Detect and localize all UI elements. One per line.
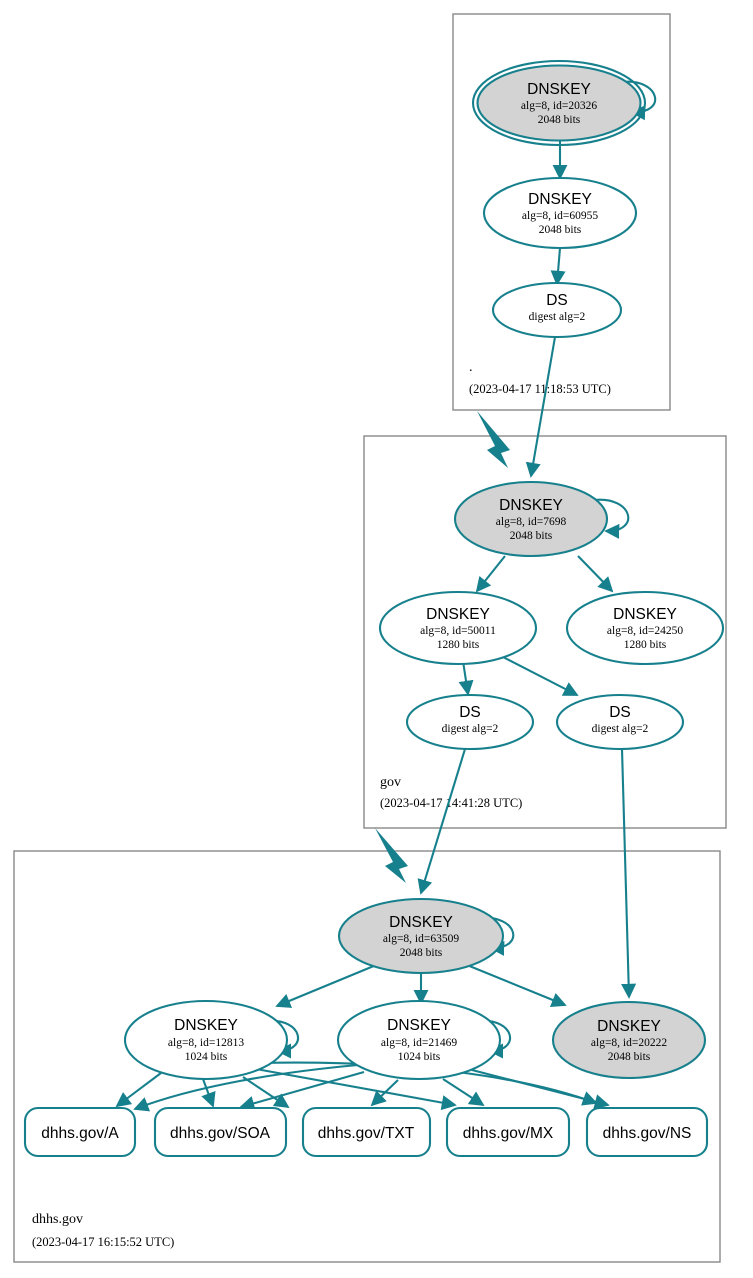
node-label-size: 1024 bits bbox=[185, 1051, 228, 1063]
node-label-alg: alg=8, id=21469 bbox=[381, 1037, 457, 1049]
rrset-dhhs-gov-mx[interactable]: dhhs.gov/MX bbox=[445, 1106, 571, 1158]
edge-21469-to-a bbox=[133, 1063, 359, 1112]
node-label-alg: alg=8, id=60955 bbox=[522, 210, 598, 222]
edge-gov-ksk-to-zsk-24250 bbox=[577, 555, 614, 593]
rrset-label: dhhs.gov/NS bbox=[603, 1125, 692, 1142]
node-root-ds-gov[interactable]: DS digest alg=2 bbox=[491, 281, 623, 339]
rrset-label: dhhs.gov/SOA bbox=[170, 1125, 271, 1142]
edge-root-ds-to-gov-ksk bbox=[525, 336, 557, 478]
edge-12813-to-soa bbox=[201, 1078, 216, 1108]
rrset-label: dhhs.gov/A bbox=[41, 1125, 119, 1142]
node-label-size: 2048 bits bbox=[608, 1051, 651, 1063]
edge-21469-to-mx bbox=[442, 1078, 485, 1107]
node-label-type: DNSKEY bbox=[499, 497, 563, 514]
node-label-size: 1280 bits bbox=[624, 639, 667, 651]
node-gov-dnskey-50011[interactable]: DNSKEY alg=8, id=50011 1280 bits bbox=[378, 590, 538, 666]
edge-dhhs-63509-to-12813 bbox=[275, 962, 382, 1008]
node-label-type: DS bbox=[609, 704, 631, 721]
node-label-size: 2048 bits bbox=[539, 224, 582, 236]
edge-root-zsk-to-ds bbox=[550, 247, 566, 286]
rrset-dhhs-gov-ns[interactable]: dhhs.gov/NS bbox=[585, 1106, 709, 1158]
zone-root-timestamp: (2023-04-17 11:18:53 UTC) bbox=[469, 382, 611, 396]
zone-root-name: . bbox=[469, 360, 473, 375]
zone-dhhs-name: dhhs.gov bbox=[32, 1212, 83, 1227]
node-gov-ds-left[interactable]: DS digest alg=2 bbox=[405, 693, 535, 751]
delegation-wedge-gov-to-dhhs bbox=[375, 828, 408, 883]
zone-gov-name: gov bbox=[380, 775, 401, 790]
node-label-type: DNSKEY bbox=[174, 1017, 238, 1034]
node-label-size: 1280 bits bbox=[437, 639, 480, 651]
edge-gov-ds-to-dhhs-ksk-63509 bbox=[417, 748, 467, 895]
edge-21469-to-soa bbox=[239, 1070, 365, 1111]
node-label-type: DNSKEY bbox=[387, 1017, 451, 1034]
node-label-size: 1024 bits bbox=[398, 1051, 441, 1063]
edge-gov-zsk-to-ds-right bbox=[498, 654, 579, 696]
zone-dhhs-timestamp: (2023-04-17 16:15:52 UTC) bbox=[32, 1235, 174, 1249]
node-dhhs-dnskey-20222[interactable]: DNSKEY alg=8, id=20222 2048 bits bbox=[551, 1000, 707, 1080]
edge-21469-to-txt bbox=[370, 1079, 399, 1107]
node-label-type: DNSKEY bbox=[613, 606, 677, 623]
edge-gov-ksk-self-sign bbox=[593, 498, 630, 539]
edge-12813-to-mx bbox=[255, 1067, 457, 1111]
rrset-dhhs-gov-txt[interactable]: dhhs.gov/TXT bbox=[301, 1106, 432, 1158]
node-label-size: 2048 bits bbox=[510, 530, 553, 542]
node-root-dnskey-60955[interactable]: DNSKEY alg=8, id=60955 2048 bits bbox=[482, 176, 638, 250]
rrset-label: dhhs.gov/MX bbox=[463, 1125, 554, 1142]
edge-12813-to-txt bbox=[242, 1076, 290, 1109]
node-label-digest: digest alg=2 bbox=[442, 723, 499, 735]
node-dhhs-dnskey-12813[interactable]: DNSKEY alg=8, id=12813 1024 bits bbox=[123, 999, 289, 1081]
node-label-alg: alg=8, id=20222 bbox=[591, 1037, 667, 1049]
edge-gov-ksk-to-zsk-50011 bbox=[475, 555, 506, 593]
node-label-alg: alg=8, id=12813 bbox=[168, 1037, 244, 1049]
edge-dhhs-63509-to-20222 bbox=[466, 964, 567, 1007]
node-gov-dnskey-7698[interactable]: DNSKEY alg=8, id=7698 2048 bits bbox=[453, 480, 609, 558]
rrset-dhhs-gov-a[interactable]: dhhs.gov/A bbox=[23, 1106, 137, 1158]
node-label-type: DNSKEY bbox=[528, 191, 592, 208]
node-label-type: DNSKEY bbox=[426, 606, 490, 623]
zone-root: DNSKEY alg=8, id=20326 2048 bits DNSKEY … bbox=[452, 13, 671, 411]
delegation-wedge-root-to-gov bbox=[477, 411, 510, 468]
node-label-size: 2048 bits bbox=[400, 947, 443, 959]
node-label-alg: alg=8, id=24250 bbox=[607, 625, 683, 637]
node-dhhs-dnskey-63509[interactable]: DNSKEY alg=8, id=63509 2048 bits bbox=[337, 897, 505, 975]
node-gov-ds-right[interactable]: DS digest alg=2 bbox=[555, 693, 685, 751]
node-label-digest: digest alg=2 bbox=[592, 723, 649, 735]
node-label-type: DS bbox=[546, 292, 568, 309]
node-label-size: 2048 bits bbox=[538, 114, 581, 126]
edge-gov-ds-to-dhhs-ksk-20222 bbox=[620, 748, 637, 999]
node-label-type: DS bbox=[459, 704, 481, 721]
node-gov-dnskey-24250[interactable]: DNSKEY alg=8, id=24250 1280 bits bbox=[565, 590, 725, 666]
rrset-label: dhhs.gov/TXT bbox=[318, 1125, 415, 1142]
edge-gov-zsk-to-ds-left bbox=[458, 660, 474, 696]
node-root-dnskey-20326[interactable]: DNSKEY alg=8, id=20326 2048 bits bbox=[471, 59, 647, 147]
node-label-alg: alg=8, id=7698 bbox=[496, 516, 567, 528]
node-label-alg: alg=8, id=63509 bbox=[383, 933, 459, 945]
node-label-type: DNSKEY bbox=[527, 81, 591, 98]
zone-gov: DNSKEY alg=8, id=7698 2048 bits DNSKEY a… bbox=[363, 435, 727, 829]
node-label-digest: digest alg=2 bbox=[529, 311, 586, 323]
node-dhhs-dnskey-21469[interactable]: DNSKEY alg=8, id=21469 1024 bits bbox=[336, 999, 502, 1081]
node-label-alg: alg=8, id=20326 bbox=[521, 100, 597, 112]
edge-12813-to-a bbox=[115, 1072, 162, 1108]
node-label-type: DNSKEY bbox=[597, 1018, 661, 1035]
node-label-alg: alg=8, id=50011 bbox=[420, 625, 496, 637]
node-label-type: DNSKEY bbox=[389, 914, 453, 931]
zone-dhhs: DNSKEY alg=8, id=63509 2048 bits DNSKEY … bbox=[13, 850, 721, 1263]
rrset-dhhs-gov-soa[interactable]: dhhs.gov/SOA bbox=[153, 1106, 288, 1158]
zone-gov-timestamp: (2023-04-17 14:41:28 UTC) bbox=[380, 796, 522, 810]
edge-21469-to-ns bbox=[471, 1068, 610, 1110]
